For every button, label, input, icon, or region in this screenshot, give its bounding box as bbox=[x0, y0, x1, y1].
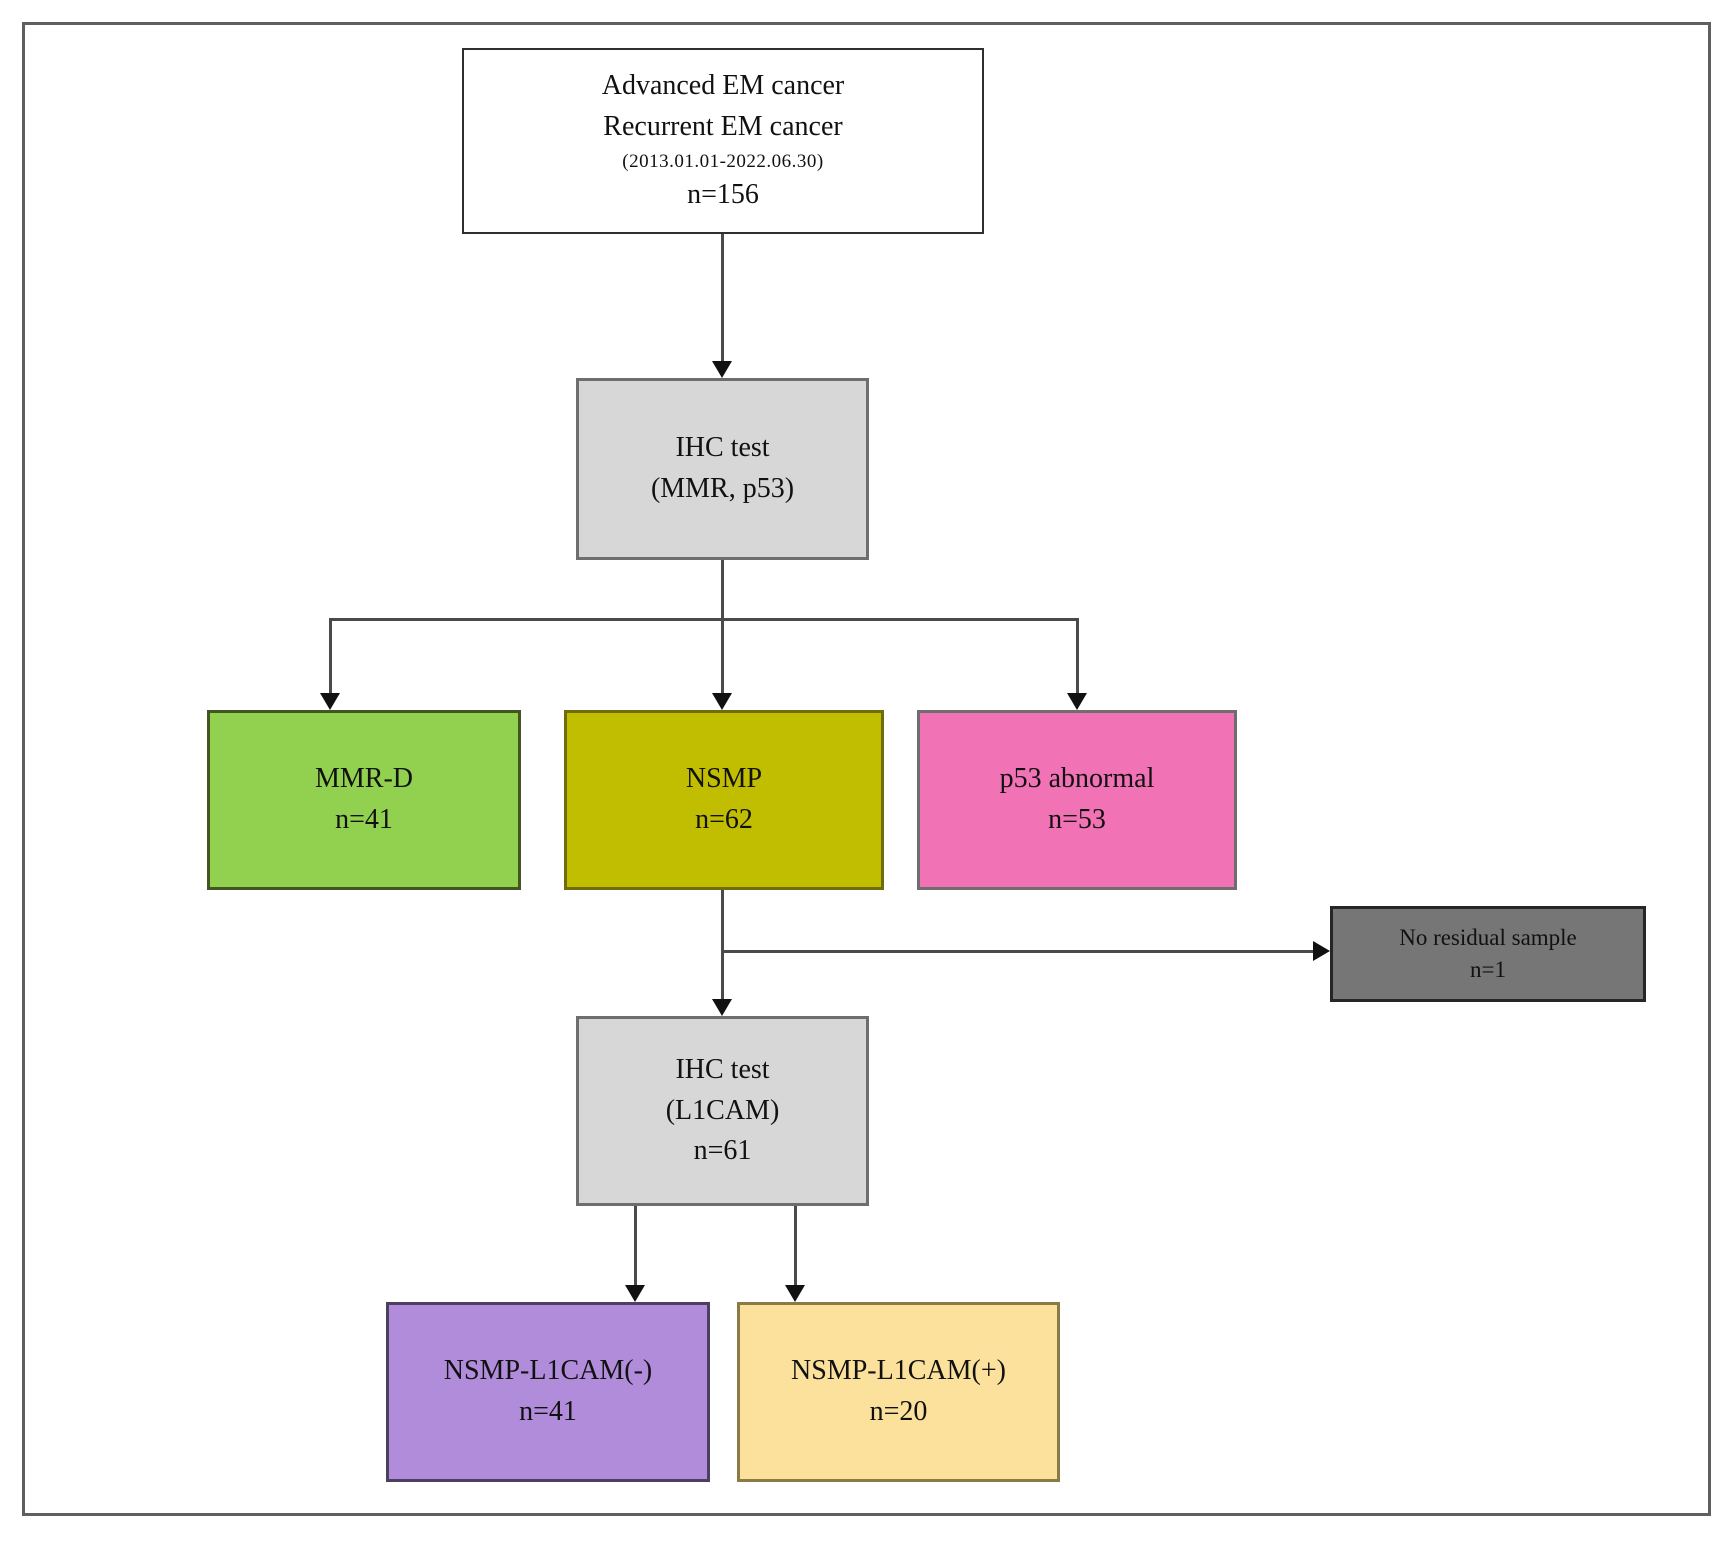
connector-branch-middle bbox=[721, 618, 724, 698]
node-nsmp-l1cam-positive: NSMP-L1CAM(+) n=20 bbox=[737, 1302, 1060, 1482]
node-no-residual-sample: No residual sample n=1 bbox=[1330, 906, 1646, 1002]
node-ihc-l1cam: IHC test (L1CAM) n=61 bbox=[576, 1016, 869, 1206]
ihc2-line2: (L1CAM) bbox=[665, 1094, 780, 1126]
connector-branch-bar bbox=[329, 618, 1079, 621]
node-ihc-mmr-p53: IHC test (MMR, p53) bbox=[576, 378, 869, 560]
connector-ihc1-stem bbox=[721, 560, 724, 621]
node-mmrd: MMR-D n=41 bbox=[207, 710, 521, 890]
connector-ihc2-to-l1cam-pos bbox=[794, 1206, 797, 1292]
mmrd-label: MMR-D bbox=[314, 763, 413, 795]
arrowhead-into-mmrd bbox=[320, 693, 340, 710]
l1cam-pos-count: n=20 bbox=[869, 1396, 928, 1427]
arrowhead-into-nsmp bbox=[712, 693, 732, 710]
enrollment-date-range: (2013.01.01-2022.06.30) bbox=[622, 150, 824, 172]
node-p53-abnormal: p53 abnormal n=53 bbox=[917, 710, 1237, 890]
connector-nsmp-to-ihc2 bbox=[721, 890, 724, 1004]
enrollment-count: n=156 bbox=[687, 179, 759, 211]
l1cam-neg-count: n=41 bbox=[519, 1396, 577, 1427]
node-nsmp: NSMP n=62 bbox=[564, 710, 884, 890]
arrowhead-into-l1cam-neg bbox=[625, 1285, 645, 1302]
no-residual-label: No residual sample bbox=[1399, 924, 1577, 950]
p53-label: p53 abnormal bbox=[999, 763, 1155, 795]
mmrd-count: n=41 bbox=[335, 804, 393, 835]
enrollment-line1: Advanced EM cancer bbox=[601, 70, 845, 102]
ihc2-count: n=61 bbox=[693, 1135, 752, 1167]
node-enrollment: Advanced EM cancer Recurrent EM cancer (… bbox=[462, 48, 984, 234]
ihc1-line2: (MMR, p53) bbox=[650, 473, 795, 504]
connector-branch-left bbox=[329, 618, 332, 698]
ihc2-line1: IHC test bbox=[675, 1054, 770, 1086]
l1cam-pos-label: NSMP-L1CAM(+) bbox=[791, 1355, 1006, 1387]
connector-branch-right bbox=[1076, 618, 1079, 698]
nsmp-label: NSMP bbox=[685, 763, 763, 795]
enrollment-line2: Recurrent EM cancer bbox=[603, 110, 843, 142]
connector-ihc2-to-l1cam-neg bbox=[634, 1206, 637, 1292]
p53-count: n=53 bbox=[1048, 804, 1106, 835]
arrowhead-into-ihc2 bbox=[712, 999, 732, 1016]
connector-to-no-residual bbox=[721, 950, 1318, 953]
ihc1-line1: IHC test bbox=[675, 432, 770, 464]
connector-enrollment-to-ihc1 bbox=[721, 234, 724, 366]
arrowhead-into-p53 bbox=[1067, 693, 1087, 710]
node-nsmp-l1cam-negative: NSMP-L1CAM(-) n=41 bbox=[386, 1302, 710, 1482]
nsmp-count: n=62 bbox=[695, 804, 753, 835]
arrowhead-into-l1cam-pos bbox=[785, 1285, 805, 1302]
arrowhead-into-no-residual bbox=[1313, 941, 1330, 961]
arrowhead-into-ihc1 bbox=[712, 361, 732, 378]
no-residual-count: n=1 bbox=[1470, 957, 1506, 982]
l1cam-neg-label: NSMP-L1CAM(-) bbox=[443, 1355, 653, 1387]
